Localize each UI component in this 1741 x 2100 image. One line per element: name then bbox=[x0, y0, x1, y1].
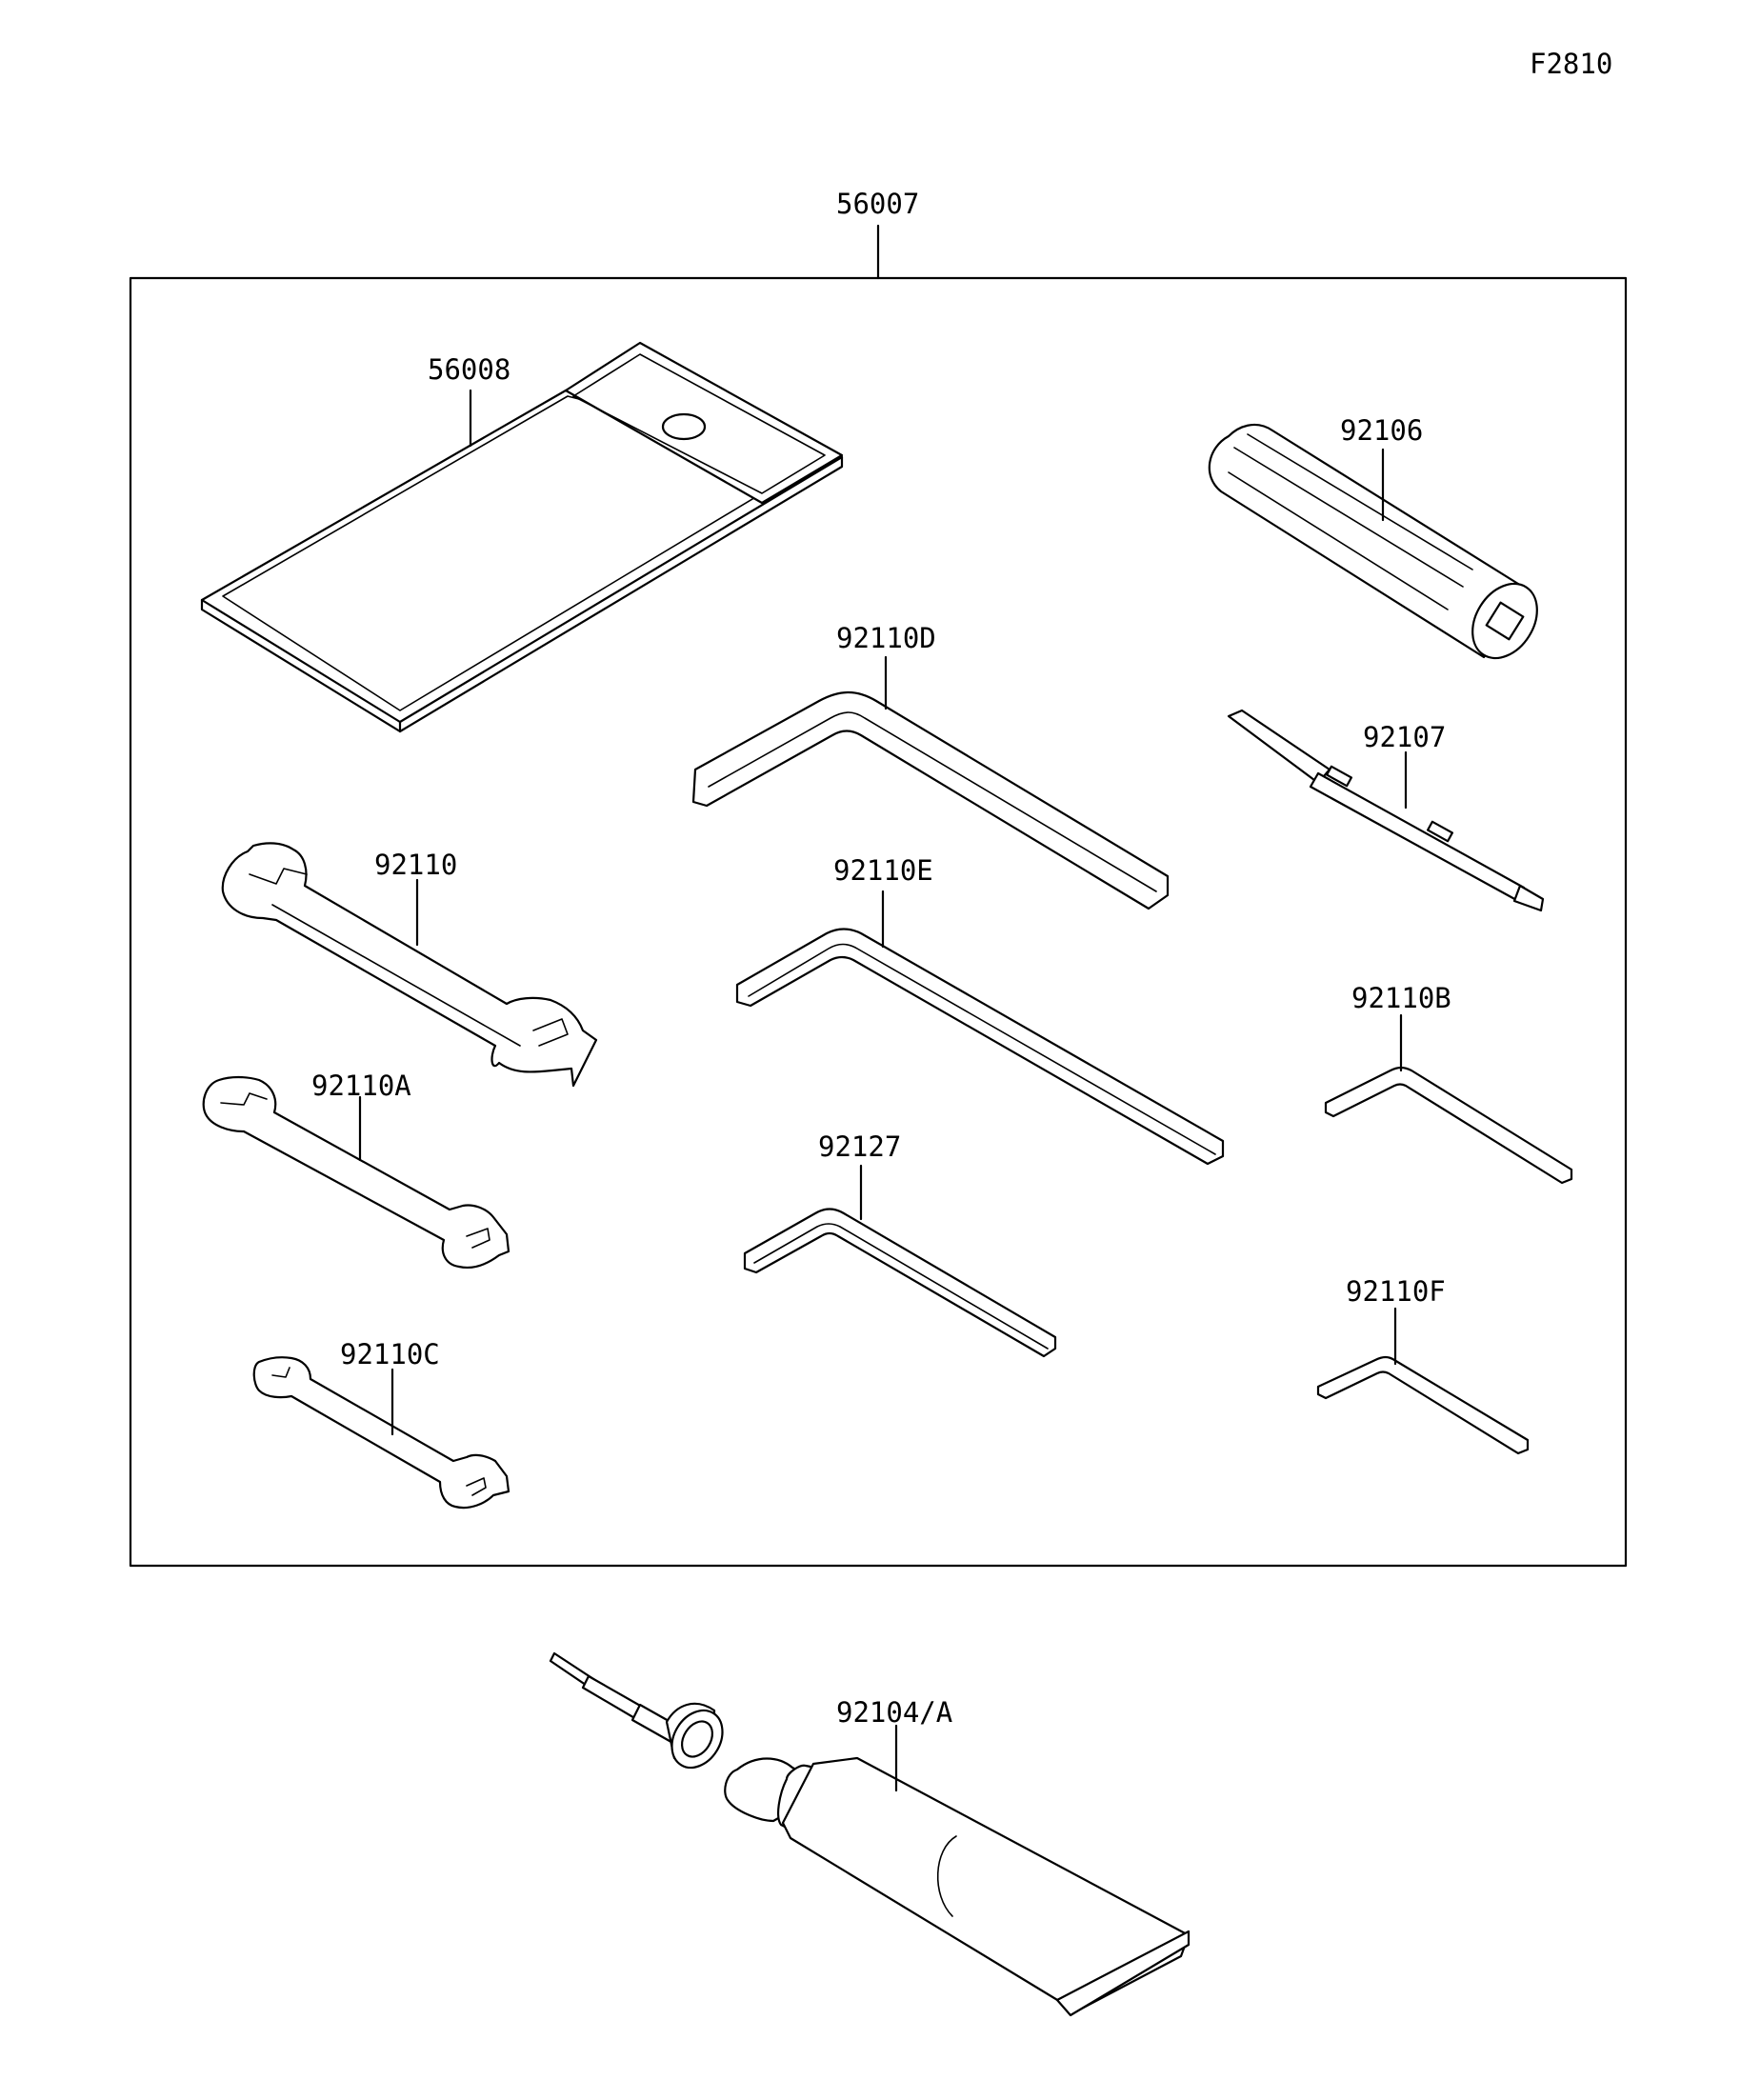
screwdriver-bit[interactable] bbox=[1227, 709, 1545, 912]
tool-bag[interactable] bbox=[200, 341, 844, 733]
label-92110e[interactable]: 92110E bbox=[833, 854, 933, 887]
wrench-92110[interactable] bbox=[221, 842, 598, 1088]
hex-wrench-92110f[interactable] bbox=[1316, 1355, 1530, 1455]
label-92110b[interactable]: 92110B bbox=[1351, 982, 1451, 1014]
wrench-92110c[interactable] bbox=[252, 1356, 510, 1510]
tool-kit-frame bbox=[129, 224, 1628, 1568]
label-56008[interactable]: 56008 bbox=[428, 353, 510, 386]
hex-wrench-92127[interactable] bbox=[743, 1208, 1057, 1358]
nozzle[interactable] bbox=[549, 1651, 732, 1777]
label-92110a[interactable]: 92110A bbox=[311, 1070, 411, 1102]
label-56007[interactable]: 56007 bbox=[836, 188, 919, 220]
label-92110d[interactable]: 92110D bbox=[836, 622, 936, 654]
hex-wrench-92110b[interactable] bbox=[1324, 1066, 1573, 1185]
label-92110f[interactable]: 92110F bbox=[1346, 1275, 1446, 1308]
driver-handle[interactable] bbox=[1208, 423, 1551, 670]
grease-tube[interactable] bbox=[724, 1756, 1191, 2017]
label-92110[interactable]: 92110 bbox=[374, 849, 457, 881]
label-92106[interactable]: 92106 bbox=[1340, 414, 1423, 447]
label-92107[interactable]: 92107 bbox=[1363, 721, 1446, 753]
label-92104a[interactable]: 92104/A bbox=[836, 1696, 952, 1729]
label-92110c[interactable]: 92110C bbox=[340, 1338, 440, 1370]
wrench-92110a[interactable] bbox=[202, 1075, 510, 1269]
figure-code: F2810 bbox=[1530, 48, 1612, 80]
hex-wrench-92110d[interactable] bbox=[691, 691, 1170, 910]
hex-wrench-92110e[interactable] bbox=[735, 928, 1225, 1166]
label-92127[interactable]: 92127 bbox=[818, 1130, 901, 1163]
